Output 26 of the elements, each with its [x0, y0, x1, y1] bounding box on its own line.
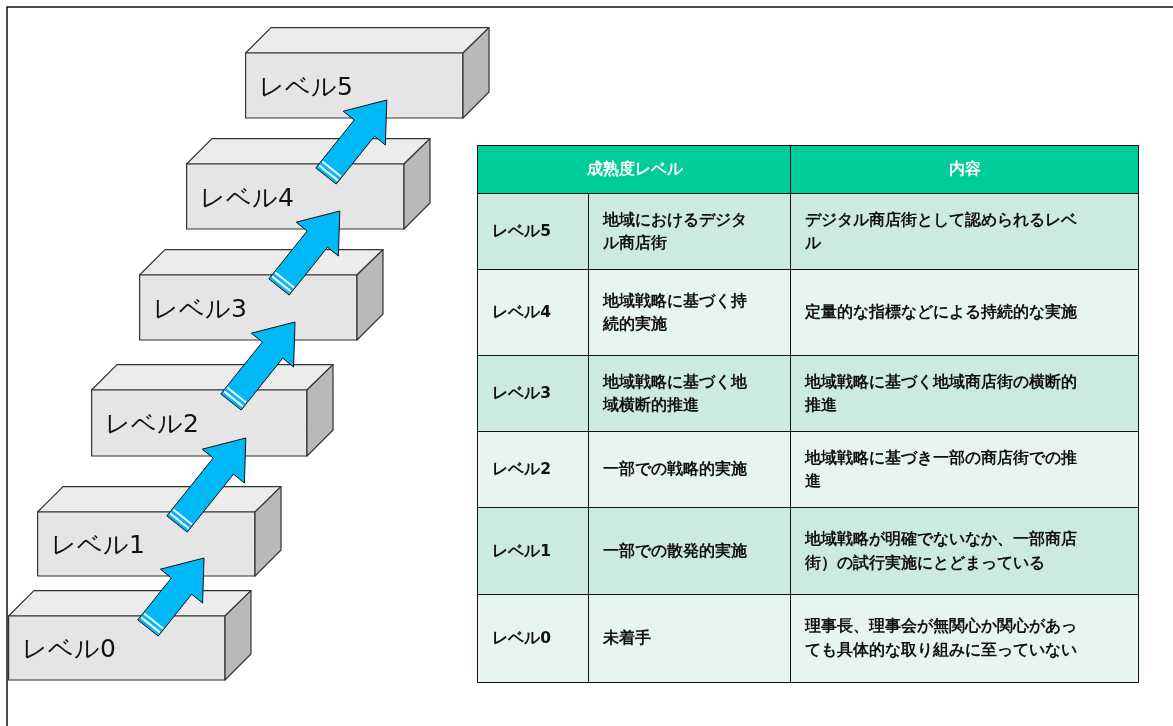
table-cell: 地域におけるデジタル商店街 — [588, 193, 792, 271]
table-cell: 地域戦略が明確でないなか、一部商店街）の試行実施にとどまっている — [790, 507, 1139, 596]
table-header: 内容 — [790, 145, 1139, 195]
table-cell: レベル2 — [477, 431, 590, 509]
table-header: 成熟度レベル — [477, 145, 792, 195]
table-cell: レベル4 — [477, 269, 590, 357]
step-label: レベル2 — [105, 411, 199, 436]
table-cell: 地域戦略に基づく地域横断的推進 — [588, 355, 792, 433]
step-label: レベル1 — [51, 532, 145, 557]
table-cell: デジタル商店街として認められるレベル — [790, 193, 1139, 271]
table-cell: 地域戦略に基づき一部の商店街での推進 — [790, 431, 1139, 509]
table-cell: レベル0 — [477, 594, 590, 683]
table-cell: 地域戦略に基づく持続的実施 — [588, 269, 792, 357]
step-label: レベル0 — [22, 636, 116, 661]
step-label: レベル4 — [200, 184, 294, 210]
table-cell: 地域戦略に基づく地域商店街の横断的推進 — [790, 355, 1139, 433]
step-label: レベル3 — [153, 295, 247, 321]
table-cell: 一部での散発的実施 — [588, 507, 792, 596]
table-cell: 定量的な指標などによる持続的な実施 — [790, 269, 1139, 357]
table-cell: 理事長、理事会が無関心か関心があっても具体的な取り組みに至っていない — [790, 594, 1139, 683]
table-cell: 一部での戦略的実施 — [588, 431, 792, 509]
step-label: レベル5 — [259, 73, 353, 99]
table-cell: レベル3 — [477, 355, 590, 433]
table-cell: レベル1 — [477, 507, 590, 596]
table-cell: レベル5 — [477, 193, 590, 271]
table-cell: 未着手 — [588, 594, 792, 683]
